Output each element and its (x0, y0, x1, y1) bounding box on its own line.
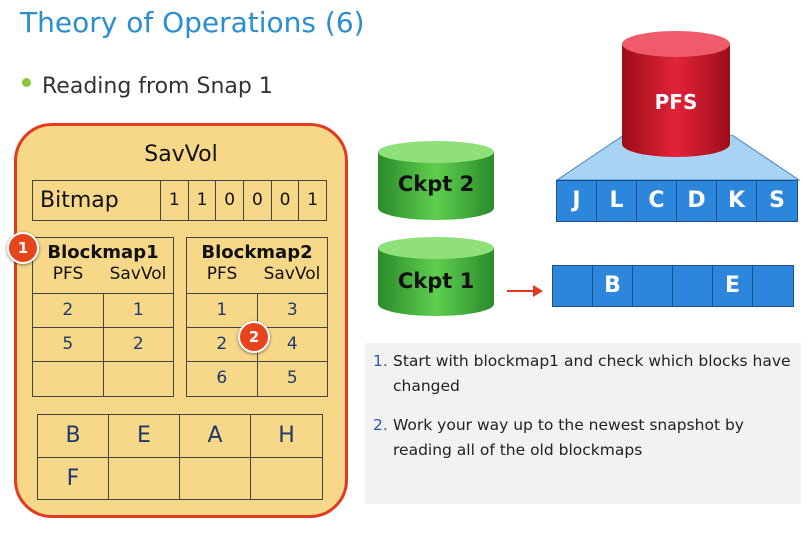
pfs-block: L (597, 181, 637, 221)
table-cell (104, 362, 174, 396)
bitmap-bit: 0 (272, 181, 300, 220)
blockmap1-title: Blockmap1 (47, 242, 159, 263)
table-cell: 2 (33, 294, 104, 327)
data-block: F (38, 458, 109, 500)
ckpt1-cylinder: Ckpt 1 (376, 236, 496, 318)
note-item: 2. Work your way up to the newest snapsh… (373, 413, 793, 463)
pfs-block: C (637, 181, 677, 221)
data-block: H (251, 415, 322, 458)
ckpt1-block (753, 266, 793, 306)
blockmap2-col-pfs: PFS (206, 264, 238, 284)
blockmap1-table: Blockmap1 PFS SavVol 2 1 5 2 (32, 237, 174, 397)
data-block: B (38, 415, 109, 458)
table-cell: 6 (187, 362, 258, 396)
table-row: 6 5 (187, 362, 327, 396)
bitmap-label: Bitmap (33, 181, 161, 220)
note-item: 1. Start with blockmap1 and check which … (373, 349, 793, 399)
note-number: 1. (373, 352, 388, 370)
blockmap1-col-pfs: PFS (52, 264, 84, 284)
table-cell: 4 (286, 334, 298, 354)
bullet-text: Reading from Snap 1 (42, 74, 273, 99)
ckpt1-block (673, 266, 713, 306)
data-block: A (180, 415, 251, 458)
bitmap-bit: 0 (216, 181, 245, 220)
note-text: Work your way up to the newest snapshot … (393, 416, 744, 459)
pfs-block: J (557, 181, 597, 221)
pfs-blocks: J L C D K S (556, 180, 798, 222)
bullet-dot-icon (22, 78, 31, 87)
notes-box: 1. Start with blockmap1 and check which … (365, 343, 801, 504)
table-cell: 1 (132, 300, 144, 320)
table-cell: 5 (286, 368, 298, 388)
savvol-data-blocks: B E A H F (37, 414, 323, 500)
pfs-cylinder (620, 30, 732, 160)
ckpt1-blocks: B E (552, 265, 794, 307)
table-row: 2 1 (33, 294, 173, 328)
table-cell: 3 (286, 300, 298, 320)
blockmap2-header: Blockmap2 PFS SavVol (187, 238, 327, 294)
arrow-right-icon (507, 285, 543, 297)
cylinder-icon (378, 141, 494, 220)
blockmap1-header: Blockmap1 PFS SavVol (33, 238, 173, 294)
savvol-title: SavVol (144, 142, 218, 167)
pfs-label: PFS (654, 90, 698, 114)
bitmap-bit: 1 (189, 181, 217, 220)
bitmap-bit: 0 (244, 181, 272, 220)
step-badge-1: 1 (7, 232, 39, 264)
bullet-item: Reading from Snap 1 (22, 74, 273, 99)
data-block (251, 458, 322, 500)
bitmap-bit: 1 (161, 181, 189, 220)
table-cell: 1 (187, 294, 258, 327)
data-block (109, 458, 180, 500)
table-row: 5 2 (33, 328, 173, 362)
cylinder-icon (378, 237, 494, 316)
table-cell: 5 (33, 328, 104, 361)
blockmap2-table: Blockmap2 PFS SavVol 1 3 2 4 6 5 (186, 237, 328, 397)
pfs-block: K (717, 181, 757, 221)
step-badge-2: 2 (238, 321, 270, 353)
table-row (33, 362, 173, 396)
data-block: E (109, 415, 180, 458)
ckpt1-block (633, 266, 673, 306)
pfs-projection (556, 135, 800, 181)
ckpt2-cylinder: Ckpt 2 (376, 140, 496, 222)
blockmap1-col-savvol: SavVol (109, 264, 167, 284)
ckpt1-block: E (713, 266, 753, 306)
cylinder-icon (622, 31, 730, 157)
ckpt1-block: B (593, 266, 633, 306)
ckpt1-label: Ckpt 1 (397, 269, 475, 293)
table-cell: 2 (132, 334, 144, 354)
pfs-block: D (677, 181, 717, 221)
ckpt1-block (553, 266, 593, 306)
note-text: Start with blockmap1 and check which blo… (393, 352, 791, 395)
data-block (180, 458, 251, 500)
blockmap2-title: Blockmap2 (201, 242, 313, 263)
note-number: 2. (373, 416, 388, 434)
ckpt2-label: Ckpt 2 (397, 172, 475, 196)
slide-title: Theory of Operations (6) (20, 6, 365, 39)
table-cell (33, 362, 104, 396)
pfs-block: S (757, 181, 797, 221)
bitmap-row: Bitmap 1 1 0 0 0 1 (32, 180, 327, 221)
bitmap-bit: 1 (307, 190, 319, 210)
blockmap2-col-savvol: SavVol (263, 264, 321, 284)
